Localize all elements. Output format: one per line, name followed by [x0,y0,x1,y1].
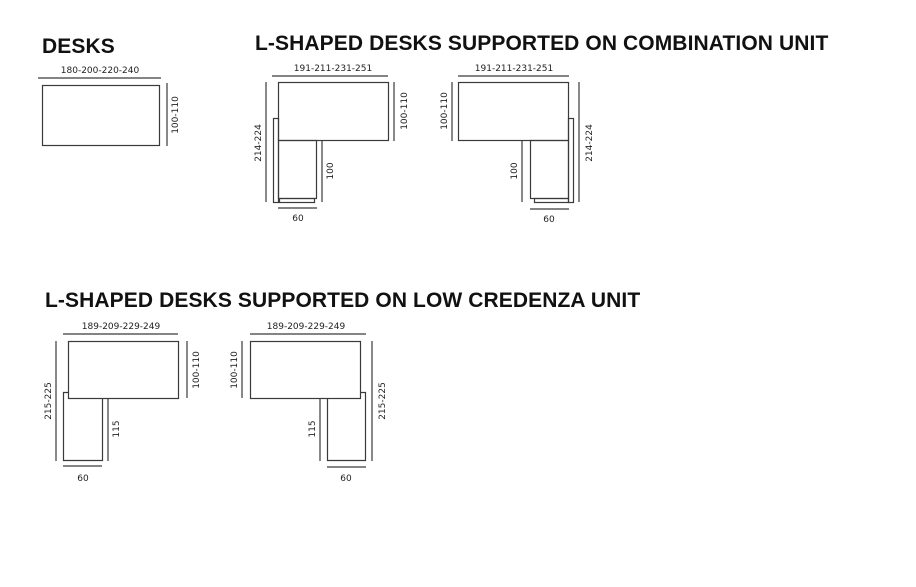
cred-right-total-label: 215-225 [378,382,388,420]
combo-left-return-label: 100 [326,162,336,179]
desk-top-rect [41,84,161,147]
cred-left-depth-label: 100-110 [192,351,202,389]
cred-right-desktop [249,340,362,400]
combo-right-total-label: 214-224 [585,124,595,162]
desk-depth-label: 100-110 [171,96,181,134]
cred-left-unit [62,391,104,462]
combo-right-width-label: 191-211-231-251 [475,64,553,74]
combo-left-width-label: 191-211-231-251 [294,64,372,74]
cred-right-depth-label: 100-110 [230,351,240,389]
combo-right-side-panel [567,117,575,204]
cred-left-return-width-label: 60 [77,474,89,484]
cred-left-total-label: 215-225 [44,382,54,420]
credenza-right-drawing: 189-209-229-249 100-110 215-225 115 60 [230,322,388,484]
combination-right-drawing: 191-211-231-251 100-110 214-224 100 60 [440,64,595,225]
combo-right-return-label: 100 [510,162,520,179]
credenza-left-drawing: 189-209-229-249 100-110 215-225 115 60 [44,322,202,484]
combination-left-drawing: 191-211-231-251 100-110 214-224 100 60 [254,64,410,224]
combo-right-return-width-label: 60 [543,215,555,225]
cred-right-return-width-label: 60 [340,474,352,484]
combo-left-desktop [277,81,390,142]
combo-right-desktop [457,81,570,142]
combo-right-depth-label: 100-110 [440,92,450,130]
combo-left-base [278,197,316,204]
cred-left-width-label: 189-209-229-249 [82,322,161,332]
combo-left-side-panel [272,117,280,204]
cred-left-return-label: 115 [112,420,122,437]
cred-right-width-label: 189-209-229-249 [267,322,346,332]
combo-left-return-width-label: 60 [292,214,304,224]
combo-left-depth-label: 100-110 [400,92,410,130]
title-combination-unit: L-SHAPED DESKS SUPPORTED ON COMBINATION … [255,32,829,55]
title-credenza-unit: L-SHAPED DESKS SUPPORTED ON LOW CREDENZA… [45,289,641,312]
title-desks: DESKS [42,35,115,58]
combo-left-total-label: 214-224 [254,124,264,162]
combo-right-unit [529,139,570,200]
cred-right-return-label: 115 [308,420,318,437]
combo-right-base [533,197,570,204]
combo-left-unit [277,139,318,200]
desk-width-label: 180-200-220-240 [61,66,140,76]
cred-left-desktop [67,340,180,400]
cred-right-unit [326,391,367,462]
desk-straight-drawing: 180-200-220-240 100-110 [38,66,181,147]
